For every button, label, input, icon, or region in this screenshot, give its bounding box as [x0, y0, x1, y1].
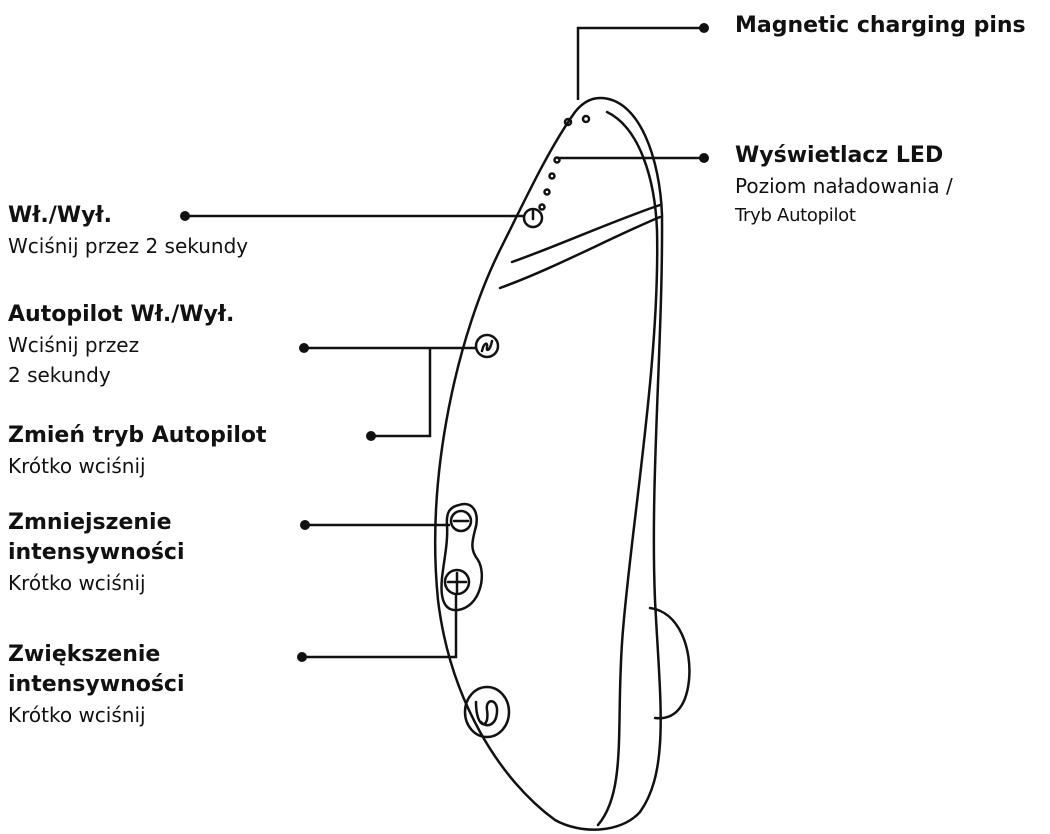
power-desc: Wciśnij przez 2 sekundy — [8, 234, 249, 258]
increase-callout-dot — [297, 652, 307, 662]
mode-callout-dot — [366, 431, 376, 441]
decrease-callout-dot — [300, 520, 310, 530]
led-dot-3 — [543, 188, 551, 196]
charging-callout-dot — [699, 23, 709, 33]
led-label: Wyświetlacz LED Poziom naładowania / Try… — [735, 141, 953, 231]
device-head-band — [510, 203, 662, 264]
power-title: Wł./Wył. — [8, 203, 112, 228]
led-dot-2 — [548, 172, 556, 180]
decrease-title-line1: Zmniejszenie — [8, 510, 172, 535]
led-dot-4 — [538, 203, 546, 211]
led-title: Wyświetlacz LED — [735, 143, 944, 168]
charging-leader — [576, 26, 703, 100]
charging-pin-left — [563, 117, 573, 127]
autopilot-label: Autopilot Wł./Wył. Wciśnij przez 2 sekun… — [8, 300, 234, 390]
device-panel-edge — [596, 110, 659, 827]
increase-desc: Krótko wciśnij — [8, 703, 146, 727]
increase-title-line2: intensywności — [8, 672, 185, 697]
minus-icon — [449, 509, 473, 533]
mode-label: Zmień tryb Autopilot Krótko wciśnij — [8, 421, 267, 481]
mode-title: Zmień tryb Autopilot — [8, 423, 267, 448]
mode-leader — [371, 348, 432, 438]
increase-label: Zwiększenie intensywności Krótko wciśnij — [8, 640, 185, 730]
led-desc-line2: Tryb Autopilot — [735, 205, 856, 226]
device-body-outline — [433, 96, 664, 831]
autopilot-desc-line1: Wciśnij przez — [8, 333, 140, 357]
led-desc-line1: Poziom naładowania / — [735, 174, 953, 198]
power-callout-dot — [180, 211, 190, 221]
mode-desc: Krótko wciśnij — [8, 454, 146, 478]
decrease-title-line2: intensywności — [8, 540, 185, 565]
logo-icon — [463, 685, 511, 739]
increase-leader — [302, 594, 458, 659]
autopilot-title: Autopilot Wł./Wył. — [8, 302, 235, 327]
charging-title: Magnetic charging pins — [735, 13, 1026, 38]
decrease-label: Zmniejszenie intensywności Krótko wciśni… — [8, 508, 185, 598]
plus-icon — [443, 568, 471, 596]
autopilot-icon — [474, 333, 500, 359]
device-side-knob — [648, 606, 691, 720]
power-label: Wł./Wył. Wciśnij przez 2 sekundy — [8, 201, 248, 261]
charging-label: Magnetic charging pins — [735, 11, 1026, 41]
led-callout-dot — [699, 153, 709, 163]
decrease-desc: Krótko wciśnij — [8, 571, 146, 595]
power-icon — [522, 207, 544, 229]
autopilot-callout-dot — [299, 343, 309, 353]
device-head-band-lower — [498, 215, 662, 290]
autopilot-desc-line2: 2 sekundy — [8, 363, 111, 387]
increase-title-line1: Zwiększenie — [8, 642, 161, 667]
charging-pin-right — [581, 114, 591, 124]
